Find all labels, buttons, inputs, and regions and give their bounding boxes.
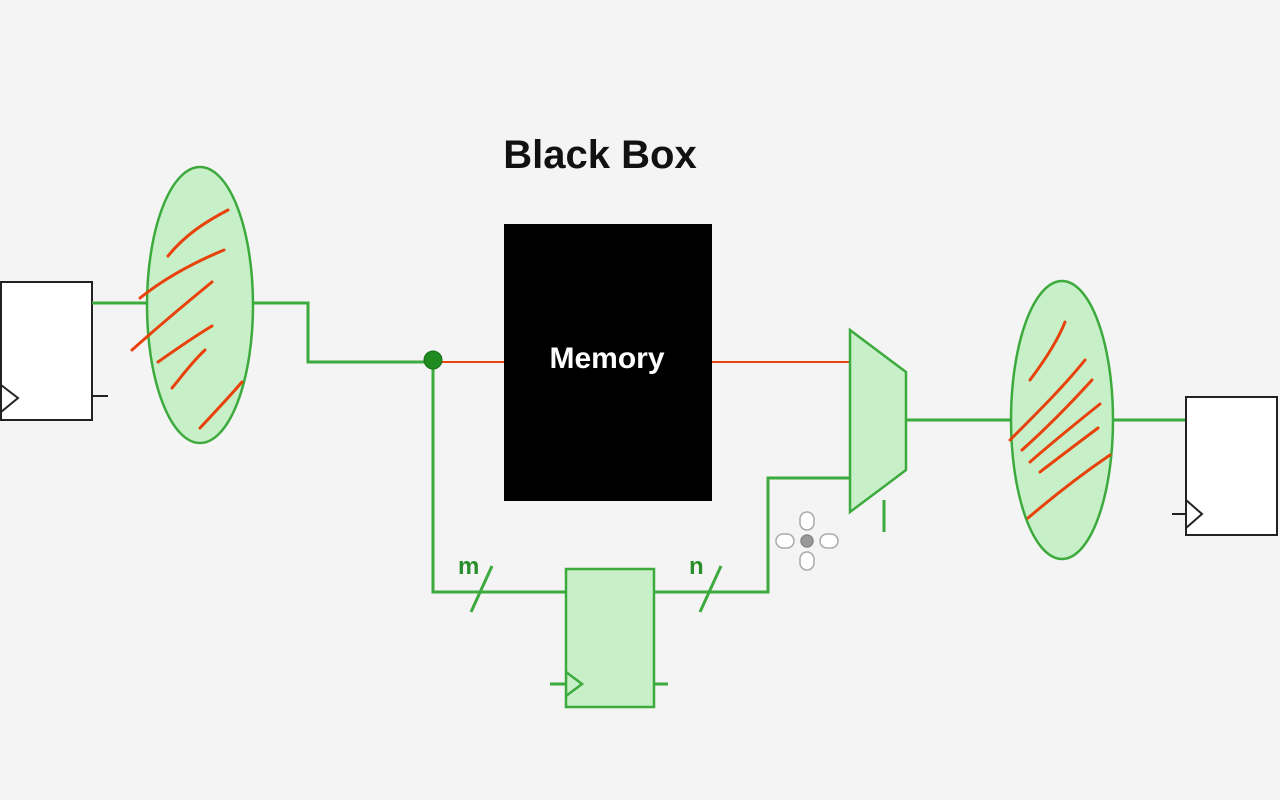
left-logic-cloud bbox=[130, 165, 255, 445]
input-register-clock-triangle bbox=[0, 384, 20, 413]
bypass-register bbox=[564, 567, 656, 709]
multiplexer bbox=[848, 327, 908, 515]
memory-block: Memory bbox=[504, 224, 712, 501]
move-cursor-icon bbox=[775, 511, 839, 571]
input-register bbox=[0, 281, 108, 421]
bus-slashes bbox=[469, 565, 723, 613]
diagram-title: Black Box bbox=[503, 133, 696, 177]
bypass-register-clock-triangle bbox=[565, 671, 585, 697]
output-register-clock-triangle bbox=[1185, 499, 1204, 529]
right-logic-cloud bbox=[1008, 279, 1115, 561]
junction-dot bbox=[423, 350, 443, 370]
memory-label: Memory bbox=[549, 342, 664, 375]
bus-width-label-m: m bbox=[458, 553, 479, 580]
wires bbox=[92, 301, 1186, 686]
bus-width-label-n: n bbox=[689, 553, 704, 580]
output-register bbox=[1172, 396, 1278, 536]
